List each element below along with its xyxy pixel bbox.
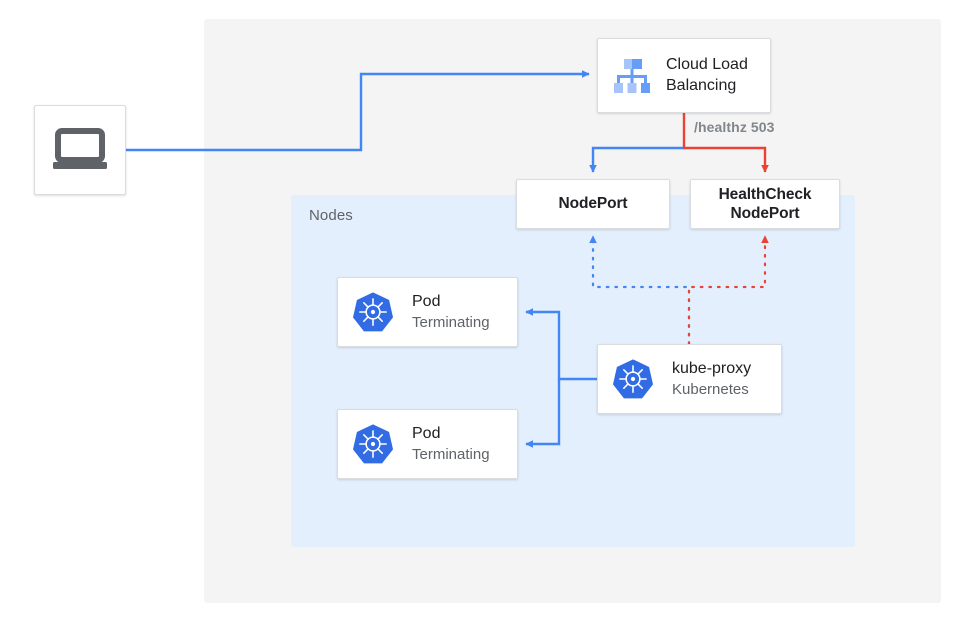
nodeport-label: NodePort xyxy=(558,195,628,213)
pod-node-1-text: Pod Terminating xyxy=(412,292,490,332)
healthz-edge-label: /healthz 503 xyxy=(694,119,775,135)
kubernetes-icon xyxy=(612,358,654,400)
cloud-load-balancing-node[interactable]: Cloud Load Balancing xyxy=(597,38,771,113)
kube-proxy-sublabel: Kubernetes xyxy=(672,380,749,398)
client-node[interactable] xyxy=(34,105,126,195)
kubernetes-icon xyxy=(352,291,394,333)
cloud-load-balancing-icon xyxy=(610,54,654,98)
cloud-load-balancing-label-line1: Cloud Load xyxy=(666,55,748,73)
nodeport-node[interactable]: NodePort xyxy=(516,179,670,229)
pod-node-2[interactable]: Pod Terminating xyxy=(337,409,518,479)
cloud-load-balancing-text: Cloud Load Balancing xyxy=(666,55,748,97)
pod-node-1[interactable]: Pod Terminating xyxy=(337,277,518,347)
laptop-icon xyxy=(52,128,108,172)
pod-node-1-status: Terminating xyxy=(412,313,490,331)
healthcheck-nodeport-node[interactable]: HealthCheck NodePort xyxy=(690,179,840,229)
kube-proxy-text: kube-proxy Kubernetes xyxy=(672,359,751,399)
pod-node-2-label: Pod xyxy=(412,424,441,442)
healthcheck-nodeport-label-line1: HealthCheck xyxy=(718,185,812,203)
pod-node-2-status: Terminating xyxy=(412,445,490,463)
kube-proxy-label: kube-proxy xyxy=(672,359,752,377)
healthcheck-nodeport-label-line2: NodePort xyxy=(730,205,800,222)
pod-node-1-label: Pod xyxy=(412,292,441,310)
nodes-panel-label: Nodes xyxy=(309,207,353,224)
kube-proxy-node[interactable]: kube-proxy Kubernetes xyxy=(597,344,782,414)
cloud-load-balancing-label-line2: Balancing xyxy=(666,76,737,94)
kubernetes-icon xyxy=(352,423,394,465)
pod-node-2-text: Pod Terminating xyxy=(412,424,490,464)
healthcheck-nodeport-text: HealthCheck NodePort xyxy=(719,185,812,224)
